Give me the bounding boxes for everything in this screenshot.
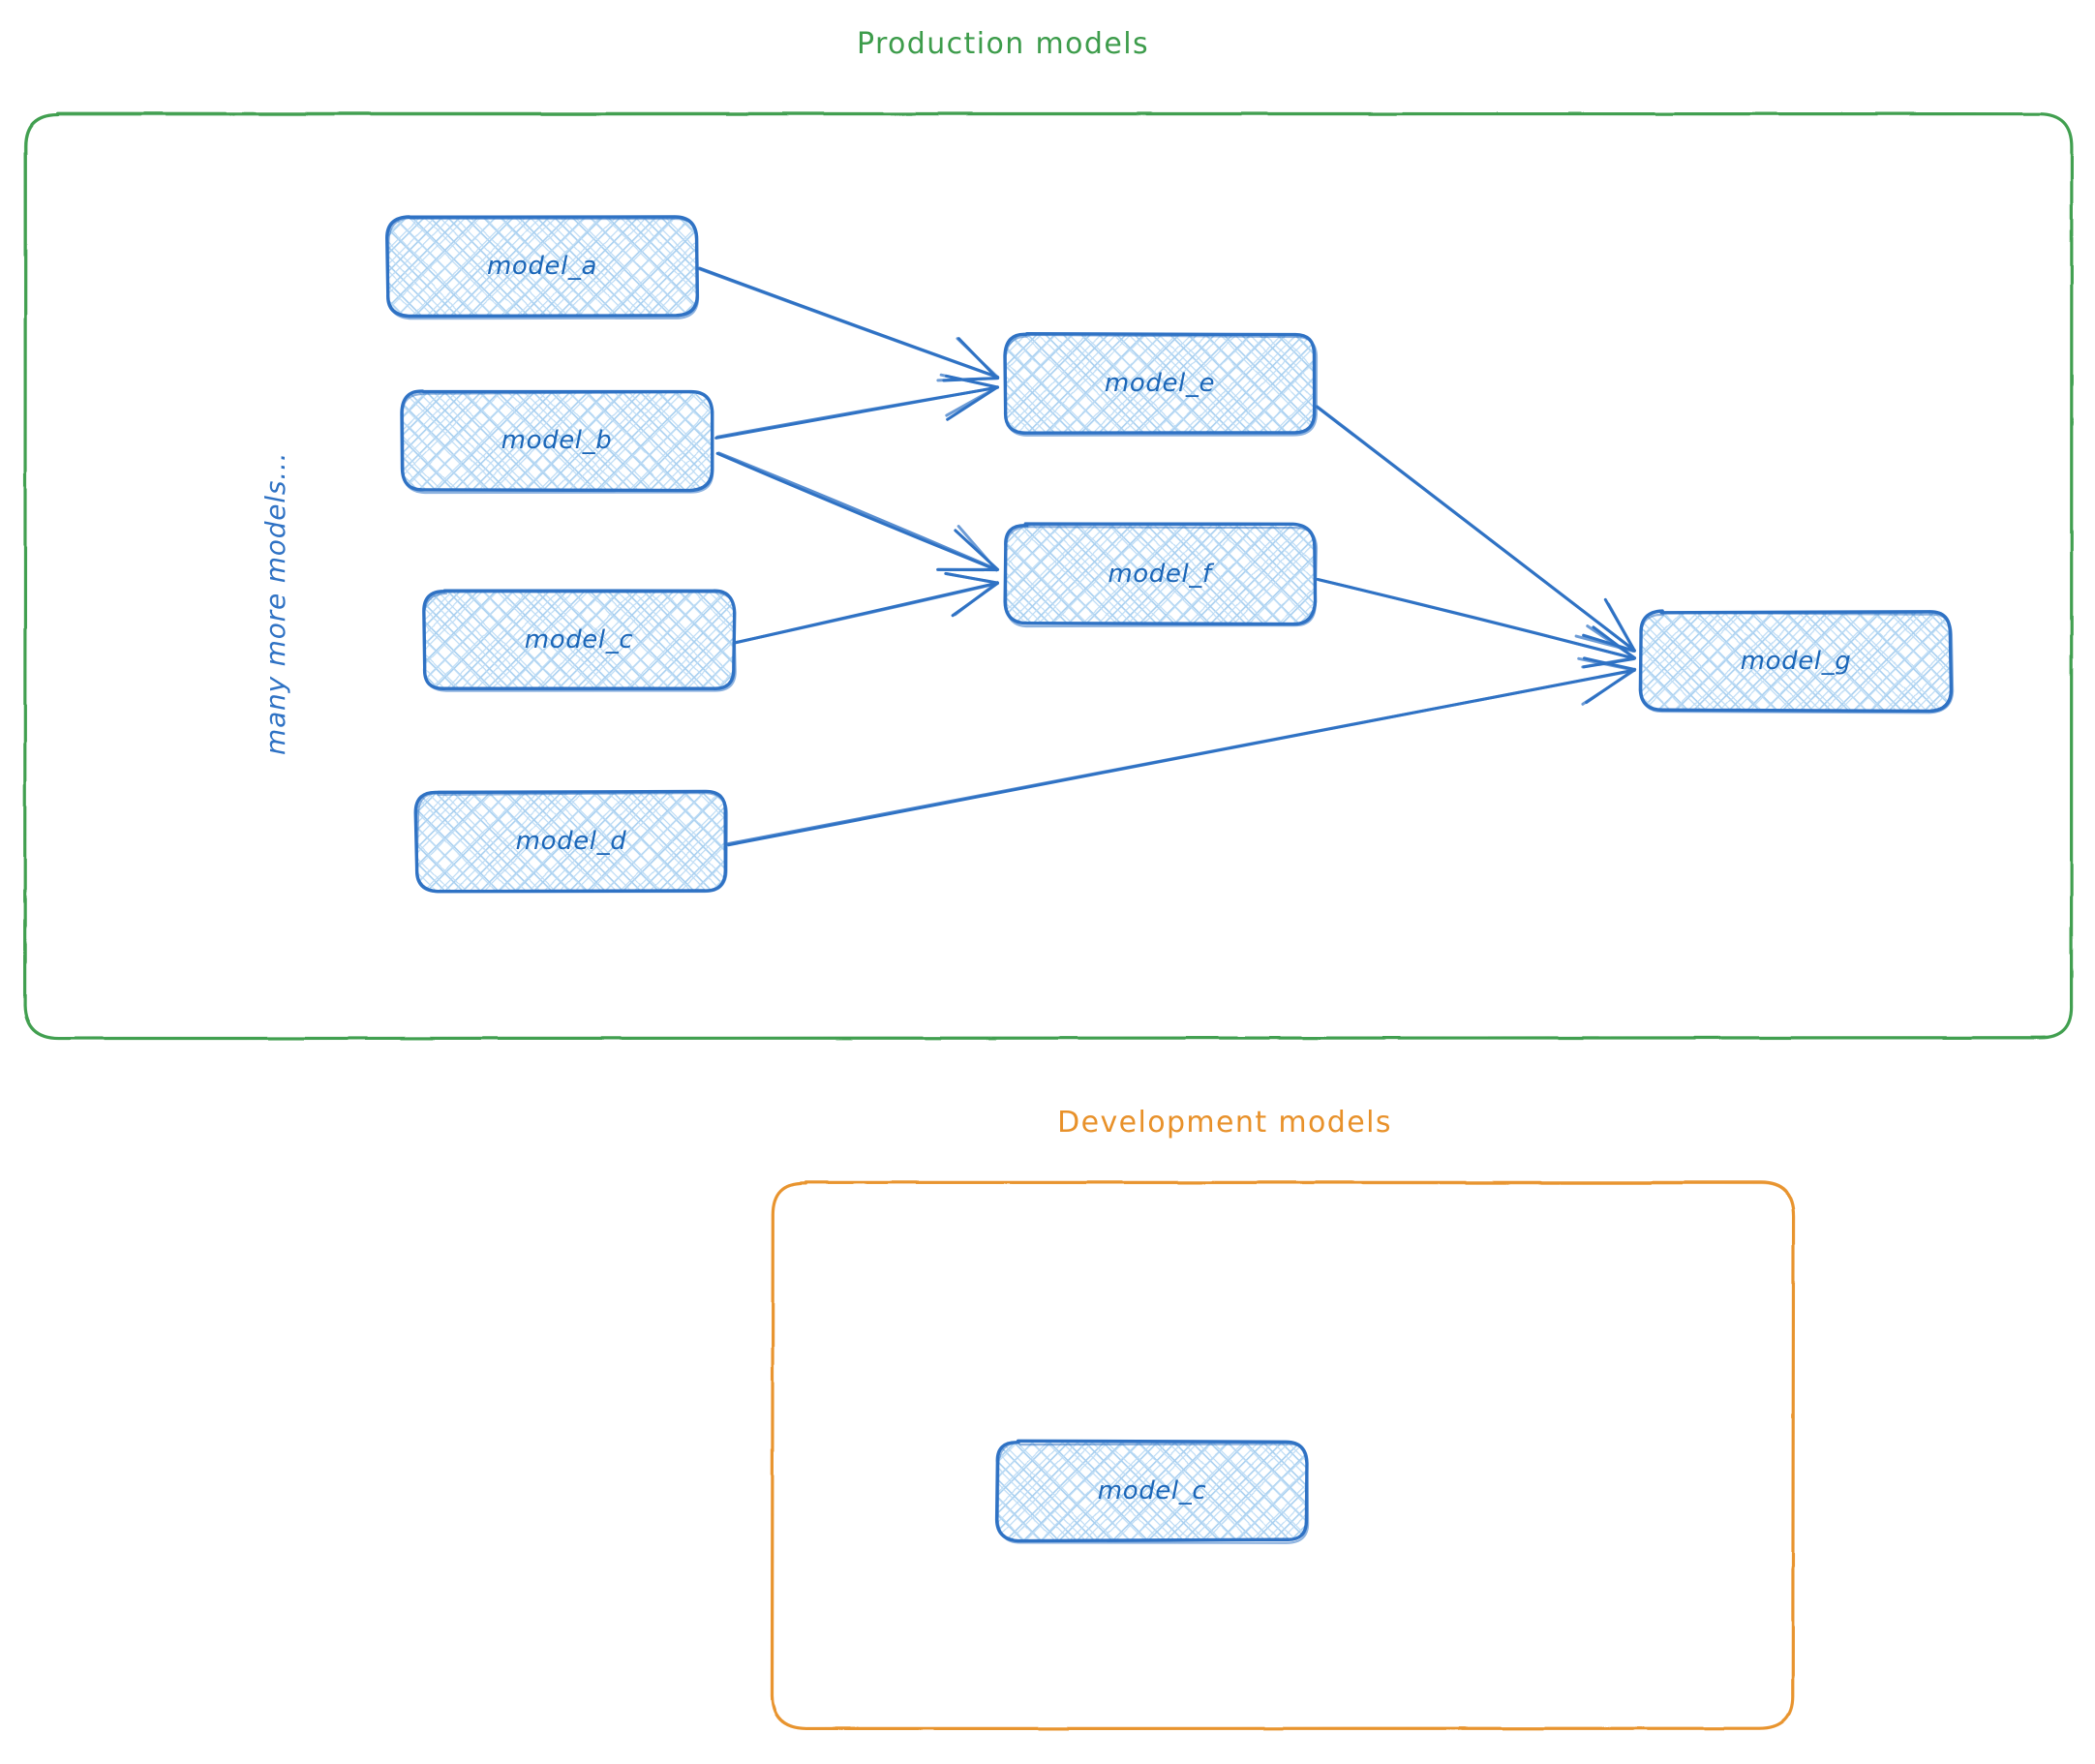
nodes-layer bbox=[385, 215, 1955, 1544]
node-dev_model_c[interactable] bbox=[994, 1439, 1310, 1544]
node-label-model_g: model_g bbox=[1740, 647, 1852, 676]
edge-model_d-to-model_g bbox=[726, 656, 1637, 847]
edge-model_c-to-model_f bbox=[733, 571, 1000, 645]
edge-model_e-to-model_g bbox=[1315, 405, 1636, 654]
node-label-model_f: model_f bbox=[1108, 560, 1212, 589]
node-label-dev_model_c: model_c bbox=[1097, 1476, 1207, 1505]
edge-model_a-to-model_e bbox=[697, 266, 1000, 382]
node-model_a[interactable] bbox=[385, 215, 700, 320]
edge-model_f-to-model_g bbox=[1316, 577, 1637, 669]
many-more-models-note: many more models... bbox=[259, 451, 291, 755]
node-label-model_a: model_a bbox=[486, 252, 598, 281]
node-label-model_e: model_e bbox=[1104, 369, 1216, 398]
node-model_e[interactable] bbox=[1003, 332, 1319, 437]
node-model_d[interactable] bbox=[413, 789, 729, 894]
node-model_f[interactable] bbox=[1003, 522, 1319, 628]
edges-layer bbox=[697, 266, 1637, 847]
node-label-model_c: model_c bbox=[524, 625, 634, 654]
container-production bbox=[22, 111, 2074, 1041]
node-model_b[interactable] bbox=[400, 389, 714, 495]
edge-model_b-to-model_e bbox=[714, 373, 1000, 440]
node-label-model_d: model_d bbox=[515, 827, 627, 856]
container-development bbox=[770, 1180, 1796, 1731]
container-title-production: Production models bbox=[857, 27, 1149, 61]
node-model_c[interactable] bbox=[422, 589, 737, 692]
node-model_g[interactable] bbox=[1638, 609, 1955, 715]
node-label-model_b: model_b bbox=[501, 426, 613, 455]
containers-layer bbox=[22, 111, 2074, 1731]
container-title-development: Development models bbox=[1057, 1106, 1392, 1140]
edge-model_b-to-model_f bbox=[715, 451, 1000, 572]
